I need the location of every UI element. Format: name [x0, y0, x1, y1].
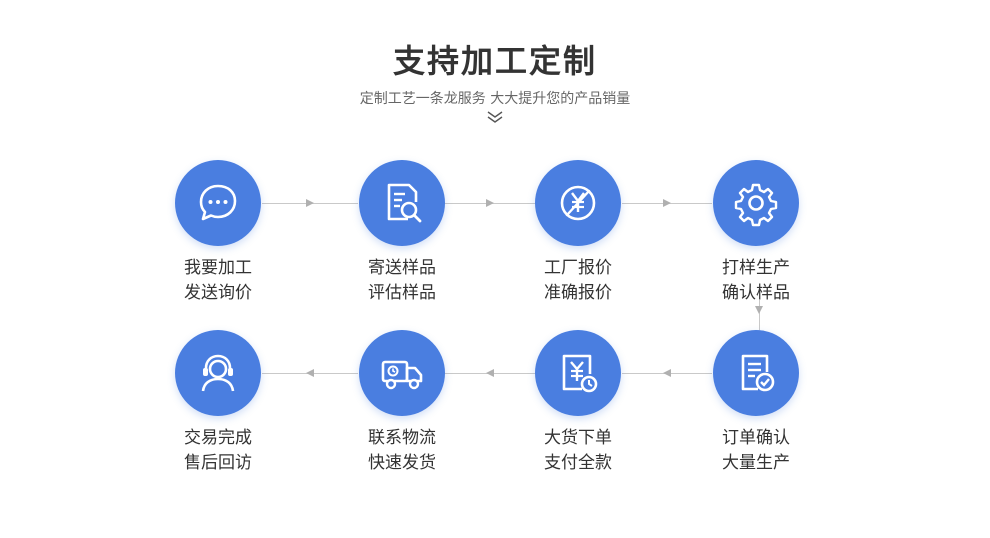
step-label-line1: 订单确认: [722, 428, 790, 448]
step-label-line1: 大货下单: [544, 428, 612, 448]
gear-icon: [734, 183, 778, 227]
process-step: 订单确认大量生产: [686, 330, 826, 476]
process-step: 寄送样品评估样品: [332, 160, 472, 306]
double-chevron-down-icon: [487, 111, 503, 123]
yen-price-icon: [560, 185, 596, 221]
step-label-line1: 我要加工: [184, 258, 252, 278]
step-label-line2: 确认样品: [722, 283, 790, 303]
step-label-line1: 寄送样品: [368, 258, 436, 278]
arrow-right-icon: [663, 199, 671, 207]
process-step: 联系物流快速发货: [332, 330, 472, 476]
step-circle: [535, 160, 621, 246]
process-step: 工厂报价准确报价: [508, 160, 648, 306]
process-step: 交易完成售后回访: [148, 330, 288, 476]
page-subtitle: 定制工艺一条龙服务 大大提升您的产品销量: [359, 91, 631, 107]
step-label-line2: 快速发货: [368, 453, 436, 473]
arrow-down-icon: [755, 306, 763, 314]
arrow-left-icon: [663, 369, 671, 377]
step-label-line2: 发送询价: [184, 283, 252, 303]
step-circle: [175, 160, 261, 246]
step-label-line2: 大量生产: [722, 453, 790, 473]
step-label-line2: 售后回访: [184, 453, 252, 473]
arrow-left-icon: [486, 369, 494, 377]
step-label-line1: 打样生产: [722, 258, 790, 278]
step-circle: [535, 330, 621, 416]
arrow-right-icon: [486, 199, 494, 207]
document-check-icon: [741, 354, 775, 392]
process-step: 大货下单支付全款: [508, 330, 648, 476]
step-label-line2: 准确报价: [544, 283, 612, 303]
delivery-truck-icon: [381, 360, 423, 390]
step-label-line1: 联系物流: [368, 428, 436, 448]
step-label-line2: 评估样品: [368, 283, 436, 303]
step-label-line2: 支付全款: [544, 453, 612, 473]
step-circle: [713, 160, 799, 246]
step-label-line1: 交易完成: [184, 428, 252, 448]
step-label-line1: 工厂报价: [544, 258, 612, 278]
process-step: 打样生产确认样品: [686, 160, 826, 306]
step-circle: [359, 330, 445, 416]
connector-line-vertical: [759, 300, 760, 330]
step-circle: [713, 330, 799, 416]
step-circle: [175, 330, 261, 416]
customer-service-icon: [201, 354, 235, 392]
step-circle: [359, 160, 445, 246]
process-step: 我要加工发送询价: [148, 160, 288, 306]
page-title: 支持加工定制: [392, 42, 597, 80]
yen-payment-icon: [562, 354, 598, 393]
document-search-icon: [387, 183, 422, 223]
arrow-right-icon: [306, 199, 314, 207]
chat-bubble-icon: [199, 184, 237, 221]
arrow-left-icon: [306, 369, 314, 377]
